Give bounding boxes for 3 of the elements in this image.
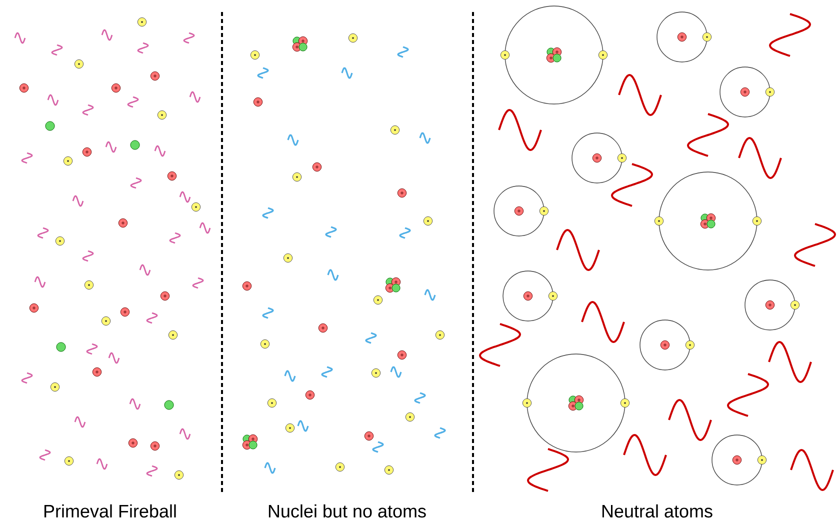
panel-label: Primeval Fireball (44, 504, 176, 518)
panel-label: Nuclei but no atoms (268, 504, 426, 518)
panel-label: Neutral atoms (602, 504, 712, 518)
